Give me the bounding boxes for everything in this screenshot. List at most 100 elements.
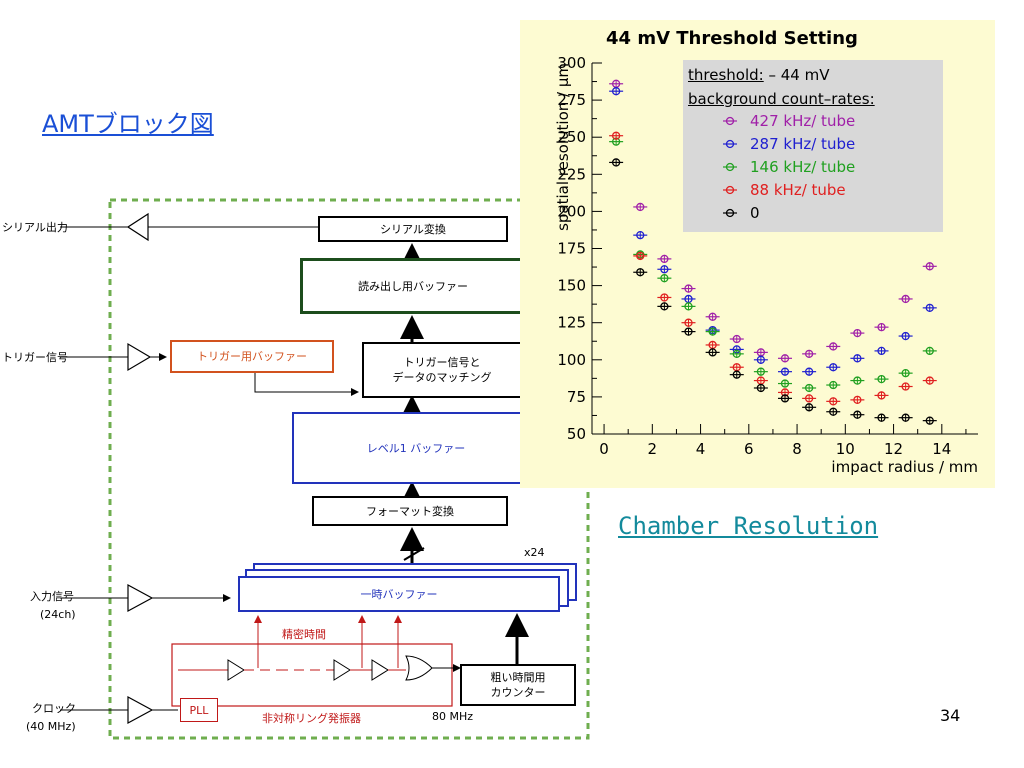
data-point bbox=[853, 376, 862, 385]
data-point bbox=[804, 367, 814, 376]
data-point bbox=[708, 312, 717, 321]
data-point bbox=[853, 328, 862, 338]
x-tick-label: 4 bbox=[696, 440, 706, 458]
trigger-buffer-box: トリガー用バッファー bbox=[170, 340, 334, 373]
trigger-matching-box: トリガー信号と データのマッチング bbox=[362, 342, 522, 398]
data-point bbox=[804, 349, 814, 359]
data-point bbox=[660, 265, 669, 274]
80mhz-label: 80 MHz bbox=[432, 710, 474, 723]
data-point bbox=[611, 158, 621, 167]
amt-block-diagram-title: AMTブロック図 bbox=[42, 110, 214, 138]
data-point bbox=[684, 318, 693, 327]
chamber-resolution-title: Chamber Resolution bbox=[618, 512, 879, 540]
legend-marker bbox=[725, 139, 735, 149]
x24-label: x24 bbox=[524, 546, 545, 559]
clock-frequency-label: (40 MHz) bbox=[26, 720, 76, 733]
data-point bbox=[636, 268, 645, 277]
x-tick-label: 8 bbox=[792, 440, 802, 458]
x-axis-label: impact radius / mm bbox=[831, 458, 978, 476]
chart-legend-box bbox=[683, 60, 943, 232]
data-point bbox=[732, 334, 741, 344]
y-tick-label: 100 bbox=[557, 351, 586, 369]
data-point bbox=[611, 87, 621, 96]
pll-box: PLL bbox=[180, 698, 218, 722]
y-tick-label: 75 bbox=[567, 388, 586, 406]
format-conversion-box: フォーマット変換 bbox=[312, 496, 508, 526]
data-point bbox=[877, 346, 886, 356]
data-point bbox=[708, 327, 717, 336]
x-tick-label: 10 bbox=[836, 440, 855, 458]
data-point bbox=[660, 293, 669, 302]
data-point bbox=[877, 374, 886, 384]
level1-buffer-box: レベル1 バッファー bbox=[292, 412, 540, 484]
fine-time-label: 精密時間 bbox=[282, 628, 326, 641]
data-point bbox=[684, 327, 693, 336]
data-point bbox=[780, 379, 790, 388]
legend-entry: 146 kHz/ tube bbox=[750, 158, 855, 176]
data-point bbox=[901, 331, 910, 341]
data-point bbox=[853, 410, 862, 419]
chart-title: 44 mV Threshold Setting bbox=[606, 28, 858, 49]
data-point bbox=[877, 413, 886, 422]
data-point bbox=[829, 407, 838, 416]
y-tick-label: 150 bbox=[557, 277, 586, 295]
data-point bbox=[684, 284, 693, 293]
data-point bbox=[684, 302, 693, 311]
input-signal-label: 入力信号 bbox=[30, 590, 74, 603]
data-point bbox=[636, 202, 645, 212]
input-channels-label: (24ch) bbox=[40, 608, 76, 621]
data-point bbox=[636, 251, 645, 261]
data-point bbox=[756, 383, 766, 393]
data-point bbox=[732, 349, 741, 359]
data-point bbox=[660, 274, 669, 283]
data-point bbox=[925, 346, 934, 356]
legend-marker bbox=[725, 208, 735, 218]
legend-entry: 0 bbox=[750, 204, 760, 222]
legend-marker bbox=[725, 116, 735, 126]
legend-entry: 427 kHz/ tube bbox=[750, 112, 855, 130]
data-point bbox=[901, 413, 910, 422]
y-axis-label: spatial resolution / µm bbox=[554, 63, 572, 231]
data-point bbox=[660, 254, 669, 264]
y-tick-label: 125 bbox=[557, 314, 586, 332]
trigger-signal-label: トリガー信号 bbox=[2, 351, 68, 364]
data-point bbox=[804, 394, 814, 403]
x-tick-label: 2 bbox=[648, 440, 658, 458]
x-tick-label: 14 bbox=[932, 440, 951, 458]
data-point bbox=[877, 323, 886, 332]
data-point bbox=[611, 131, 621, 140]
data-point bbox=[829, 363, 838, 372]
y-tick-label: 50 bbox=[567, 425, 586, 443]
legend-rates-heading: background count–rates: bbox=[688, 90, 875, 108]
data-point bbox=[925, 262, 934, 271]
legend-marker bbox=[725, 185, 735, 195]
data-point bbox=[660, 302, 669, 311]
x-tick-label: 12 bbox=[884, 440, 903, 458]
data-point bbox=[780, 354, 790, 363]
data-point bbox=[853, 354, 862, 363]
legend-marker bbox=[725, 162, 735, 172]
data-point bbox=[804, 403, 814, 412]
data-point bbox=[829, 397, 838, 406]
data-point bbox=[925, 376, 934, 385]
data-point bbox=[780, 394, 790, 403]
y-tick-label: 275 bbox=[557, 91, 586, 109]
legend-entry: 88 kHz/ tube bbox=[750, 181, 846, 199]
chip-boundary bbox=[108, 198, 590, 740]
temp-buffer-box: 一時バッファー bbox=[238, 576, 560, 612]
data-point bbox=[756, 355, 766, 364]
page-number: 34 bbox=[940, 706, 961, 725]
x-tick-label: 0 bbox=[599, 440, 609, 458]
data-point bbox=[877, 391, 886, 400]
y-tick-label: 175 bbox=[557, 240, 586, 258]
data-point bbox=[829, 380, 838, 390]
data-point bbox=[829, 342, 838, 351]
data-point bbox=[901, 294, 910, 304]
data-point bbox=[901, 369, 910, 378]
data-point bbox=[853, 395, 862, 405]
y-tick-label: 200 bbox=[557, 202, 586, 220]
data-point bbox=[804, 383, 814, 393]
legend-threshold: threshold: – 44 mV bbox=[688, 66, 830, 84]
data-point bbox=[756, 367, 766, 376]
